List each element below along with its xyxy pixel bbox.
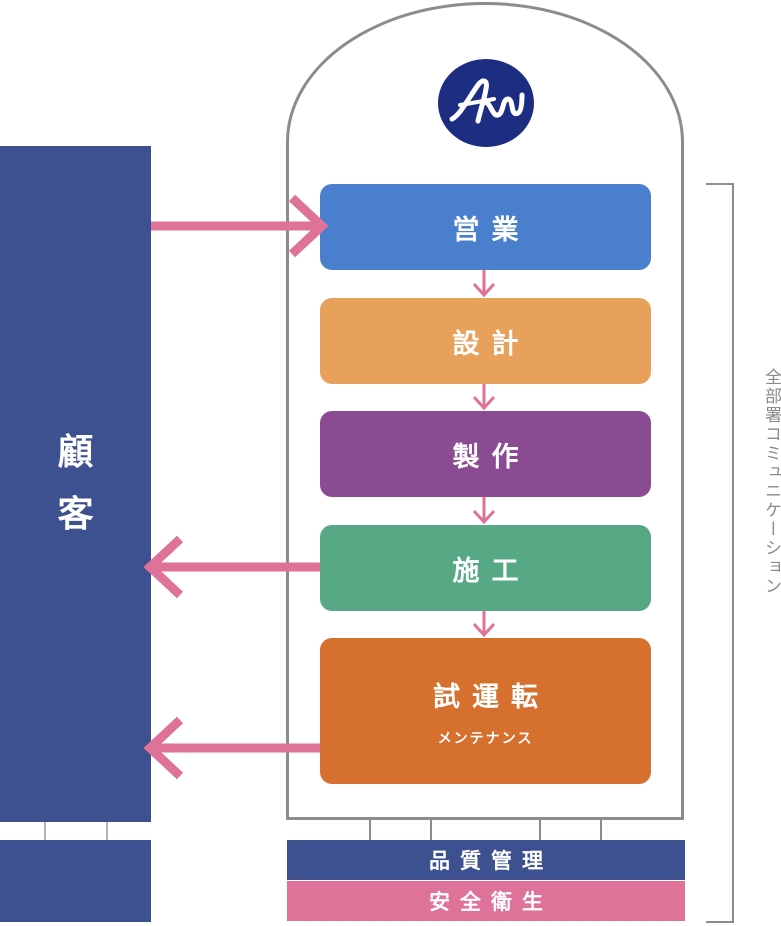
step-sales: 営業 — [320, 184, 651, 270]
down-arrow-design-manufacturing — [472, 384, 496, 411]
customer-label: 顧 客 — [57, 435, 93, 533]
quality-control-bar: 品質管理 — [287, 840, 685, 880]
step-manufacturing: 製作 — [320, 411, 651, 497]
company-logo — [438, 59, 534, 147]
dome-support-posts — [369, 820, 602, 840]
safety-hygiene-label: 安全衛生 — [429, 890, 553, 914]
step-maintenance-label: メンテナンス — [437, 730, 534, 747]
step-manufacturing-label: 製作 — [452, 441, 531, 473]
step-design: 設計 — [320, 298, 651, 384]
customer-label-char-2: 客 — [57, 494, 94, 535]
arrow-trial-run-to-customer — [143, 716, 320, 780]
arrow-customer-to-sales — [151, 194, 329, 258]
quality-control-label: 品質管理 — [429, 849, 553, 873]
logo-aw-icon — [449, 78, 525, 124]
customer-column: 顧 客 — [0, 146, 151, 822]
arrow-construction-to-customer — [143, 535, 320, 599]
step-construction-label: 施工 — [452, 555, 531, 587]
step-construction: 施工 — [320, 525, 651, 611]
step-design-label: 設計 — [452, 328, 531, 360]
all-department-communication-label: 全部署コミュニケーション — [761, 368, 781, 596]
step-trial-run-label: 試運転 — [433, 681, 550, 713]
side-bracket — [706, 183, 734, 923]
step-sales-label: 営業 — [452, 214, 531, 246]
down-arrow-manufacturing-construction — [472, 497, 496, 525]
customer-base-block — [0, 840, 151, 922]
safety-hygiene-bar: 安全衛生 — [287, 881, 685, 921]
customer-support-posts — [44, 822, 108, 840]
step-trial-run: 試運転 メンテナンス — [320, 638, 651, 784]
down-arrow-construction-trial — [472, 611, 496, 638]
down-arrow-sales-design — [472, 270, 496, 298]
customer-label-char-1: 顧 — [57, 432, 94, 473]
